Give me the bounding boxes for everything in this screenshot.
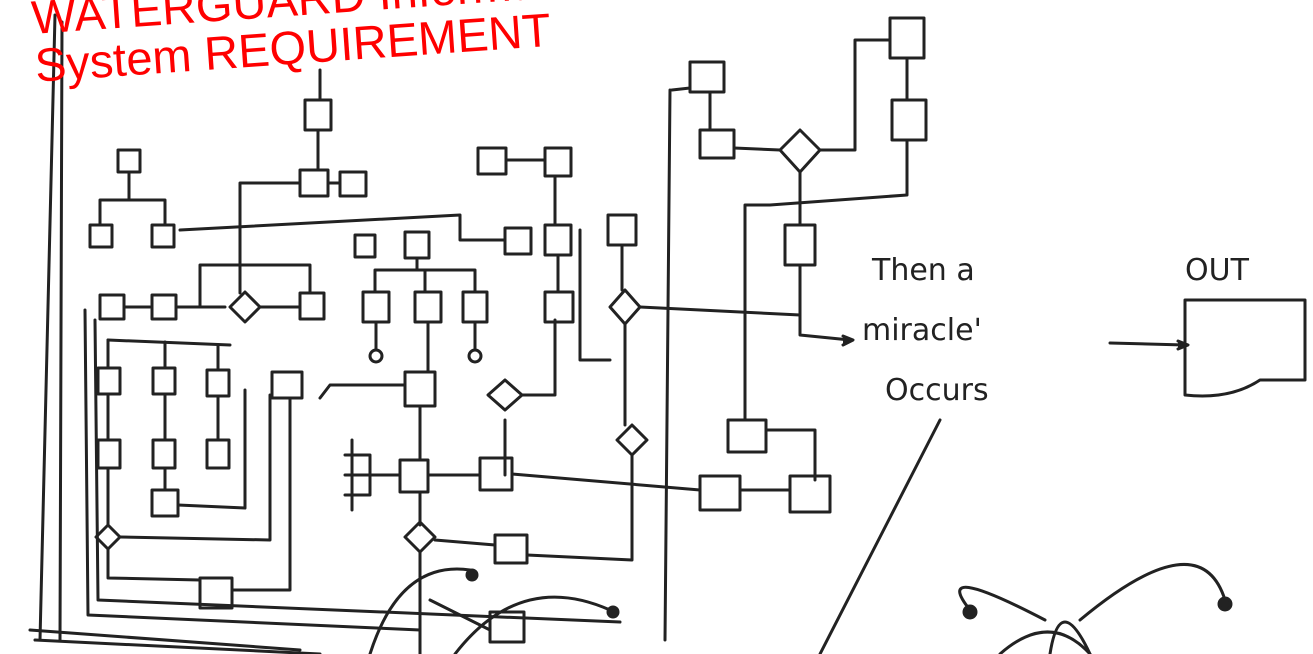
blackboard-frame	[28, 13, 692, 654]
caption-line-2: miracle'	[862, 313, 982, 348]
caption-line-1: Then a	[871, 253, 975, 288]
output-box	[1183, 298, 1307, 398]
output-section	[818, 298, 1307, 654]
caption-line-3: Occurs	[885, 373, 989, 408]
output-label: OUT	[1185, 253, 1250, 288]
flowchart-boxes-center	[178, 68, 702, 654]
flowchart-boxes-upper	[476, 16, 928, 562]
pointer-line	[818, 418, 942, 654]
flowchart-boxes-left	[88, 148, 326, 610]
creature-antennae	[958, 563, 1233, 654]
